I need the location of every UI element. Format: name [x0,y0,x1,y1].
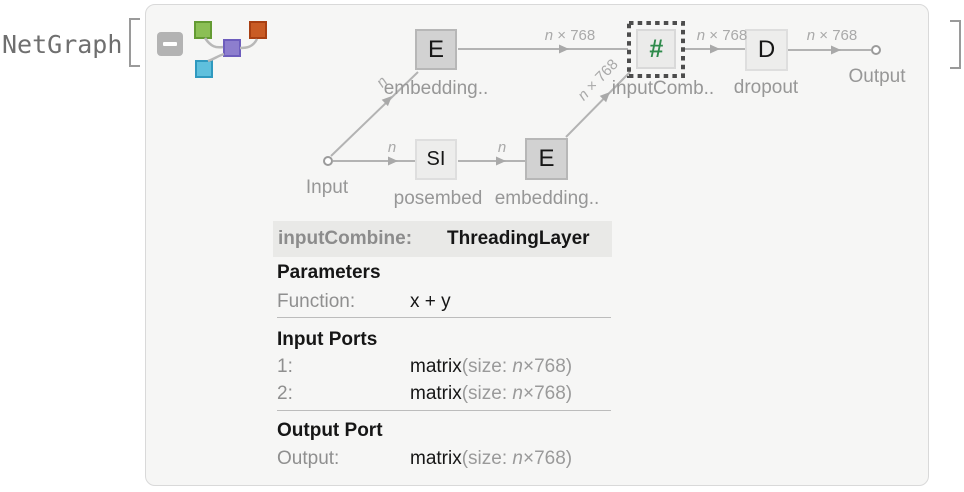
edge-label-n-2: n [497,139,507,156]
parameters-heading: Parameters [277,262,381,283]
node-embedding-bottom[interactable]: E [525,138,568,180]
node-embedding-top[interactable]: E [415,29,457,70]
input-ports-heading: Input Ports [277,329,378,350]
output-key: Output: [277,448,340,469]
function-value: x + y [410,291,451,312]
label-posembed: posembed [393,188,483,209]
close-bracket [950,20,961,69]
open-bracket [129,18,140,67]
output-port-heading: Output Port [277,420,383,441]
netgraph-function-name: NetGraph [2,30,123,59]
port2-value: matrix(size: n×768) [410,383,573,404]
edge-label-n768-1: n × 768 [544,27,596,44]
divider [277,317,611,318]
selected-layer-key: inputCombine: [278,228,413,249]
selected-layer-value: ThreadingLayer [447,228,590,249]
thumbnail-node-orange-icon [249,21,267,39]
label-input-combine: inputComb.. [611,78,715,99]
output-value: matrix(size: n×768) [410,448,573,469]
node-posembed[interactable]: SI [415,139,457,180]
collapse-button[interactable] [157,32,183,56]
thumbnail-node-green-icon [194,21,212,39]
port2-key: 2: [277,383,293,404]
port1-value: matrix(size: n×768) [410,356,573,377]
label-dropout: dropout [733,77,799,98]
minus-icon [163,42,177,46]
label-embedding-bottom: embedding.. [494,188,600,209]
label-output-port: Output [848,66,906,87]
function-key: Function: [277,291,356,312]
thumbnail-node-cyan-icon [195,60,213,78]
edge-label-n768-3: n × 768 [806,27,858,44]
node-dropout[interactable]: D [745,29,788,71]
selected-layer-row [273,221,612,257]
label-embedding-top: embedding.. [383,78,489,99]
divider [277,410,611,411]
edge-label-n-1: n [387,139,397,156]
edge-label-n768-2: n × 768 [696,27,748,44]
thumbnail-node-purple-icon [223,39,241,57]
port1-key: 1: [277,356,293,377]
node-input-combine-selected[interactable]: # [636,29,676,69]
label-input-port: Input [305,177,349,198]
